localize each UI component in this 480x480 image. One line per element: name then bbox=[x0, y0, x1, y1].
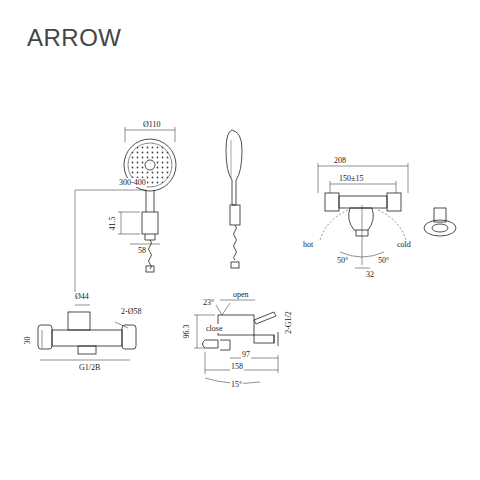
dimension-label: cold bbox=[396, 240, 412, 249]
dimension-label: G1/2B bbox=[78, 363, 101, 372]
dimension-label: 2-G1/2 bbox=[284, 310, 293, 335]
dimension-label: 58 bbox=[137, 246, 147, 255]
dimension-label: 15° bbox=[230, 380, 243, 389]
dimension-label: 50° bbox=[377, 256, 390, 265]
dimension-label: hot bbox=[302, 240, 314, 249]
dimension-label: close bbox=[205, 324, 223, 333]
dimension-label: 41.5 bbox=[108, 216, 117, 232]
dimension-label: 50° bbox=[336, 256, 349, 265]
dimension-label: Ø44 bbox=[74, 292, 90, 301]
dimension-label: open bbox=[232, 290, 250, 299]
dimension-label: 158 bbox=[230, 362, 244, 371]
brand-title: ARROW bbox=[27, 24, 122, 52]
dimension-label: Ø110 bbox=[142, 120, 161, 129]
dimension-label: 97 bbox=[241, 350, 251, 359]
dimension-label: 150±15 bbox=[338, 174, 364, 183]
dimension-label: 300-400 bbox=[118, 178, 147, 187]
dimension-label: 30 bbox=[23, 336, 32, 346]
dimension-label: 96.3 bbox=[182, 324, 191, 340]
dimension-label: 32 bbox=[365, 270, 375, 279]
dimension-label: 2-Ø58 bbox=[120, 307, 142, 316]
dimension-label: 208 bbox=[333, 156, 347, 165]
dimension-label: 23° bbox=[202, 298, 215, 307]
